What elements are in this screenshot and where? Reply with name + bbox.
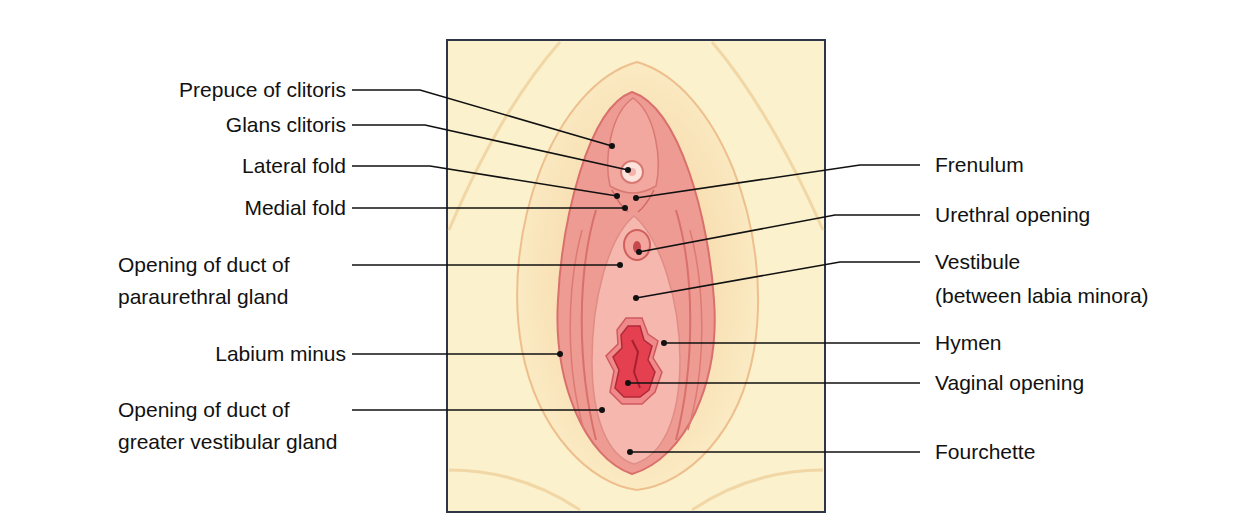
labium-ridge	[570, 230, 584, 430]
skin-contour	[449, 470, 580, 510]
leader-line	[352, 353, 560, 355]
part-label: Opening of duct of paraurethral gland	[118, 249, 290, 313]
leader-dot	[633, 295, 639, 301]
clitoral-prepuce	[608, 98, 658, 193]
part-label: Urethral opening	[935, 202, 1090, 228]
labia-majora	[517, 62, 758, 490]
part-label: Fourchette	[935, 439, 1035, 465]
leader-line	[664, 342, 920, 344]
leader-dot	[633, 195, 639, 201]
vaginal-opening	[613, 326, 655, 397]
leader-line	[352, 166, 617, 196]
part-label: Lateral fold	[242, 153, 346, 179]
glans-clitoris	[621, 161, 643, 183]
panel-frame	[447, 40, 825, 512]
leader-dot	[625, 167, 631, 173]
leader-dot	[625, 380, 631, 386]
leader-dot	[614, 193, 620, 199]
leader-dot	[627, 449, 633, 455]
part-label: Hymen	[935, 330, 1002, 356]
leader-dot	[557, 351, 563, 357]
labium-ridge	[688, 230, 702, 430]
part-label: Opening of duct of greater vestibular gl…	[118, 394, 337, 458]
urethral-meatus	[624, 230, 650, 260]
part-label: Medial fold	[244, 195, 346, 221]
leader-lines	[352, 90, 920, 452]
leader-dot	[617, 262, 623, 268]
leader-line	[352, 264, 620, 266]
leader-dot	[661, 340, 667, 346]
leader-line	[628, 382, 920, 384]
vestibule-area	[592, 216, 680, 464]
leader-line	[636, 262, 920, 298]
leader-line	[636, 165, 920, 198]
leader-dot	[636, 249, 642, 255]
fold-line	[638, 190, 654, 212]
leader-line	[352, 207, 625, 209]
leader-line	[630, 451, 920, 453]
leader-dots	[557, 143, 667, 455]
part-label: Glans clitoris	[226, 112, 346, 138]
skin-contour	[692, 470, 823, 510]
part-label: Labium minus	[215, 341, 346, 367]
part-label: Vaginal opening	[935, 370, 1084, 396]
hymen	[606, 318, 662, 404]
leader-dot	[609, 143, 615, 149]
leader-dot	[599, 407, 605, 413]
leader-line	[639, 215, 920, 252]
vaginal-shadow	[632, 340, 640, 388]
part-label: Frenulum	[935, 152, 1024, 178]
leader-line	[352, 409, 602, 411]
part-label: Prepuce of clitoris	[179, 77, 346, 103]
part-label: Vestibule (between labia minora)	[935, 245, 1149, 313]
leader-line	[352, 125, 628, 170]
leader-dot	[622, 205, 628, 211]
labia-minora	[557, 92, 714, 474]
